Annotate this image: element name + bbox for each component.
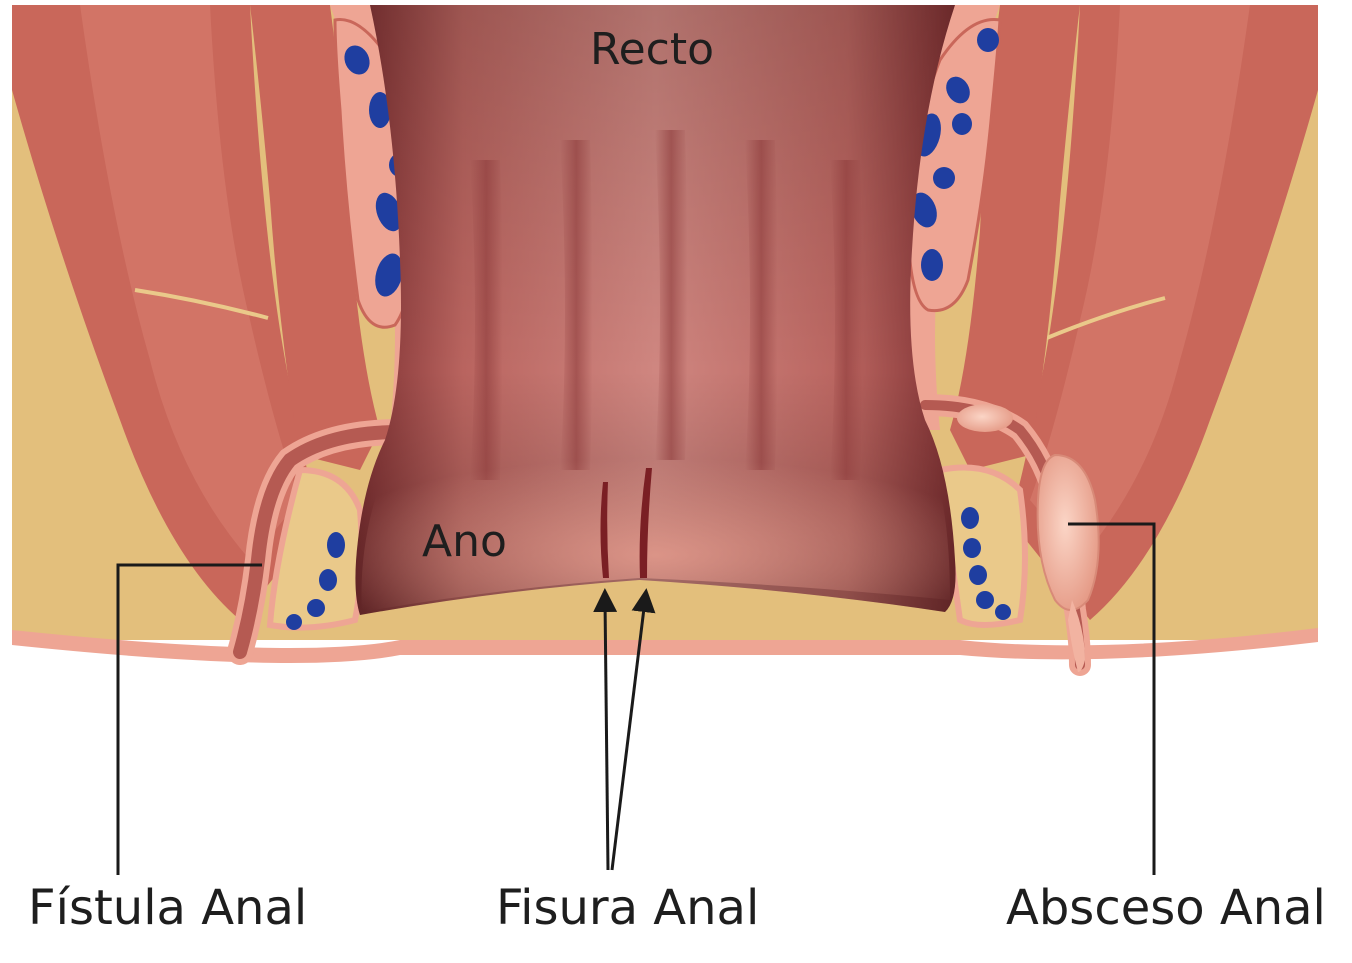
vessel xyxy=(977,28,999,52)
abscess-small xyxy=(957,404,1013,432)
vessel xyxy=(952,113,972,135)
fistula-label: Fístula Anal xyxy=(28,880,307,936)
vessel xyxy=(969,565,987,585)
vessel xyxy=(921,249,943,281)
vessel xyxy=(976,591,994,609)
vessel xyxy=(307,599,325,617)
abscess-label: Absceso Anal xyxy=(1006,880,1326,936)
vessel xyxy=(961,507,979,529)
vessel xyxy=(319,569,337,591)
vessel xyxy=(933,167,955,189)
vessel xyxy=(327,532,345,558)
anus-label: Ano xyxy=(422,516,507,567)
rectum-label: Recto xyxy=(590,24,714,75)
vessel xyxy=(286,614,302,630)
vessel xyxy=(963,538,981,558)
vessel xyxy=(995,604,1011,620)
fissure-label: Fisura Anal xyxy=(496,880,759,936)
